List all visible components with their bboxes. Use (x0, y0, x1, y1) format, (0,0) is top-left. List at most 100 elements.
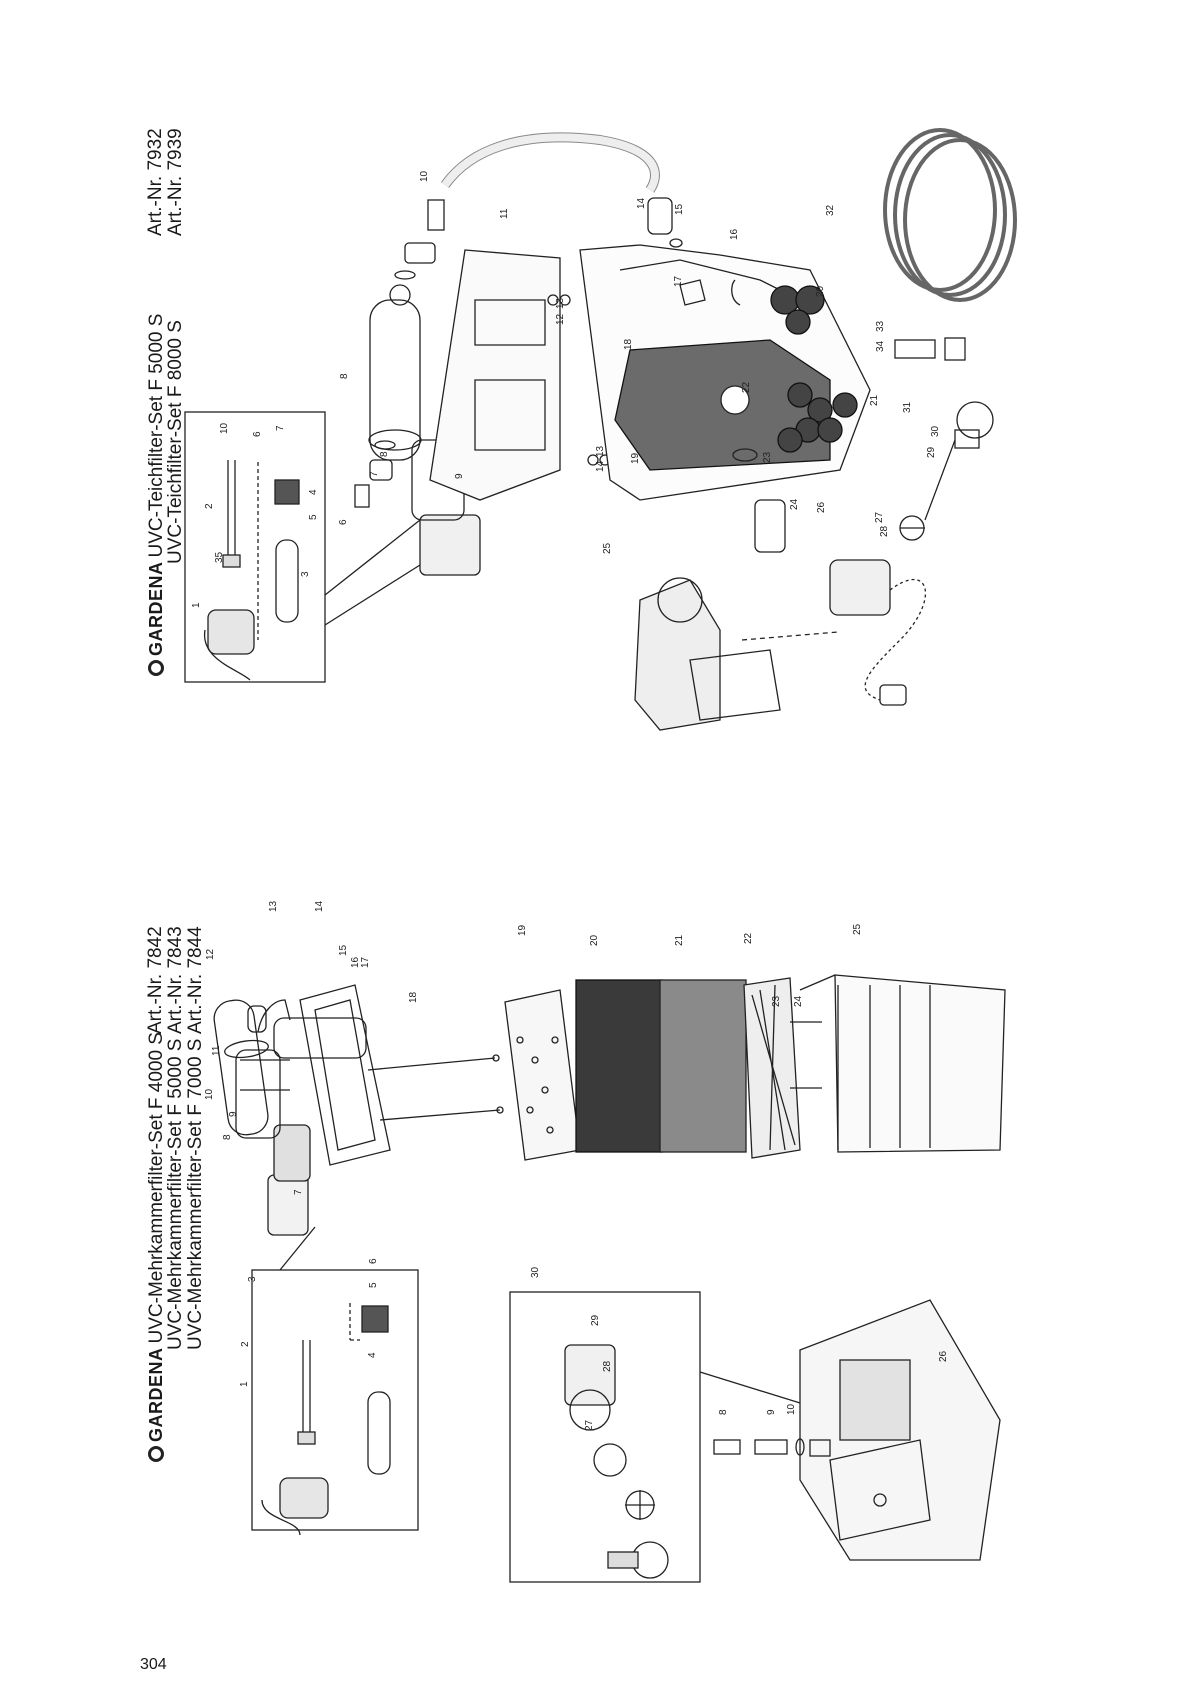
left-hose-connector (754, 1439, 788, 1455)
right-callout-30: 30 (930, 425, 941, 437)
left-callout-8: 8 (718, 1409, 729, 1415)
left-callout-18: 18 (408, 991, 419, 1003)
right-callout-29: 29 (926, 446, 937, 458)
right-washer (547, 294, 559, 306)
left-callout-15: 15 (338, 944, 349, 956)
left-o-ring (593, 1443, 627, 1477)
left-tension-rods (367, 1054, 504, 1121)
left-uvc-bulb (297, 1340, 316, 1445)
right-callout-14: 14 (636, 197, 647, 209)
left-pump-volute (607, 1541, 669, 1579)
left-callout-30: 30 (530, 1266, 541, 1278)
left-blue-foam-sponge (659, 979, 747, 1153)
left-callout-26: 26 (938, 1350, 949, 1362)
right-callout-16: 16 (729, 228, 740, 240)
left-pump-base (799, 1299, 1001, 1561)
left-callout-13: 13 (268, 900, 279, 912)
right-callout-21: 21 (869, 394, 880, 406)
right-callout-35: 35 (214, 551, 225, 563)
right-hose-nozzle (754, 499, 786, 553)
left-callout-21: 21 (674, 934, 685, 946)
left-callout-11: 11 (211, 1045, 222, 1056)
right-callout-28: 28 (879, 525, 890, 537)
right-filter-lid (429, 249, 561, 501)
right-impeller (899, 515, 925, 541)
right-adapter-nut (944, 337, 966, 361)
right-adapter (894, 339, 936, 359)
right-callout-14: 14 (595, 460, 606, 472)
right-power-plug (879, 684, 907, 706)
right-outlet-elbow (720, 385, 750, 415)
right-inset-connector (324, 519, 421, 596)
left-callout-4: 4 (367, 1352, 378, 1358)
left-callout-17: 17 (360, 956, 371, 968)
right-callout-33: 33 (875, 320, 886, 332)
left-brush (361, 1305, 389, 1333)
right-callout-6: 6 (338, 519, 349, 525)
left-callout-14: 14 (314, 900, 325, 912)
left-callout-24: 24 (793, 995, 804, 1007)
right-callout-12: 12 (555, 313, 566, 325)
right-uvc-lamp-housing (204, 609, 255, 681)
right-callout-23: 23 (762, 451, 773, 463)
right-callout-4: 4 (308, 489, 319, 495)
left-quartz-tube (367, 1391, 391, 1475)
right-callout-13: 13 (595, 445, 606, 457)
right-pump-motor (829, 559, 891, 616)
right-fittings (354, 199, 445, 508)
right-callout-34: 34 (875, 340, 886, 352)
left-impeller (625, 1490, 655, 1520)
right-quartz-tube (275, 539, 299, 623)
right-callout-9: 9 (454, 473, 465, 479)
left-callout-8: 8 (222, 1134, 233, 1140)
left-filter-lid (299, 984, 391, 1166)
right-callout-20: 20 (815, 285, 826, 297)
right-filter-balls (770, 285, 858, 453)
left-callout-16: 16 (350, 956, 361, 968)
right-washer (587, 454, 599, 466)
left-uvc-lamp-housing (261, 1477, 329, 1536)
right-pump-housing (634, 577, 781, 731)
right-callout-6: 6 (252, 431, 263, 437)
left-hose-clamp (713, 1439, 741, 1455)
right-seal (669, 238, 683, 248)
right-callout-17: 17 (673, 275, 684, 287)
left-callout-2: 2 (240, 1341, 251, 1347)
right-coiled-hose (883, 128, 1017, 302)
left-callout-3: 3 (247, 1276, 258, 1282)
left-callout-9: 9 (766, 1409, 777, 1415)
left-nipple (809, 1439, 831, 1457)
left-callout-1: 1 (239, 1381, 250, 1387)
left-callout-12: 12 (205, 948, 216, 960)
left-callout-22: 22 (743, 932, 754, 944)
left-callout-27: 27 (584, 1419, 595, 1431)
right-callout-25: 25 (602, 542, 613, 554)
right-callout-8: 8 (339, 373, 350, 379)
right-callout-3: 3 (300, 571, 311, 577)
right-callout-11: 11 (499, 208, 510, 219)
page-number: 304 (140, 1656, 167, 1673)
right-callout-18: 18 (623, 338, 634, 350)
left-callout-7: 7 (293, 1189, 304, 1195)
right-shaft (924, 439, 956, 521)
left-callout-19: 19 (517, 924, 528, 936)
right-hose-connector (647, 197, 673, 235)
left-callout-10: 10 (786, 1403, 797, 1415)
right-gasket (732, 448, 758, 462)
left-filter-container (799, 974, 1006, 1153)
left-pump-motor (564, 1344, 616, 1431)
left-uvc-tube (213, 999, 269, 1136)
left-perforated-plate (504, 989, 581, 1161)
left-callout-10: 10 (204, 1088, 215, 1100)
right-callout-26: 26 (816, 501, 827, 513)
left-callout-23: 23 (771, 995, 782, 1007)
right-callout-31: 31 (902, 401, 913, 413)
right-callout-8: 8 (379, 451, 390, 457)
right-callout-32: 32 (825, 204, 836, 216)
left-callout-29: 29 (590, 1314, 601, 1326)
right-callout-10: 10 (419, 170, 430, 182)
left-black-foam-sponge (575, 979, 663, 1153)
left-callout-5: 5 (368, 1282, 379, 1288)
right-uvc-chamber (368, 284, 481, 576)
